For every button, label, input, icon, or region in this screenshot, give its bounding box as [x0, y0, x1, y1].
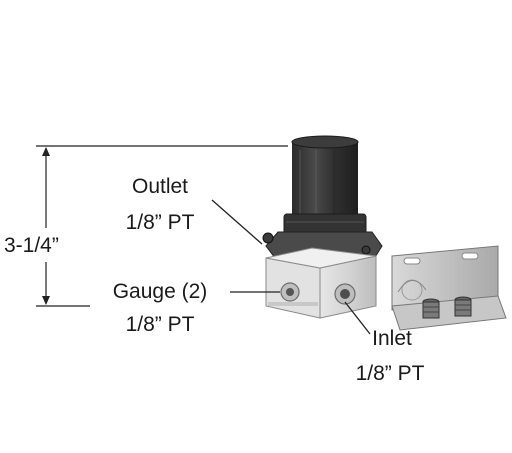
gauge-label: Gauge (2): [112, 280, 208, 303]
height-dimension: [36, 145, 288, 307]
inlet-size-label: 1/8” PT: [355, 362, 425, 385]
nipple-2: [454, 299, 472, 317]
dimension-arrow-up-icon: [42, 147, 50, 156]
height-dimension-label: 3-1/4”: [4, 234, 59, 257]
nipple-1: [422, 301, 440, 319]
gauge-size-label: 1/8” PT: [125, 313, 195, 336]
inlet-label: Inlet: [372, 327, 412, 350]
regulator-knob: [292, 140, 358, 218]
mounting-bracket: [391, 245, 507, 331]
inlet-leader-line: [344, 301, 371, 335]
outlet-label: Outlet: [131, 175, 189, 198]
dimension-arrow-down-icon: [42, 296, 50, 305]
regulator: [262, 135, 383, 319]
pipe-nipples: [422, 296, 472, 319]
bonnet-screw: [262, 232, 274, 244]
outlet-size-label: 1/8” PT: [125, 211, 195, 234]
outlet-leader-line: [211, 199, 263, 245]
